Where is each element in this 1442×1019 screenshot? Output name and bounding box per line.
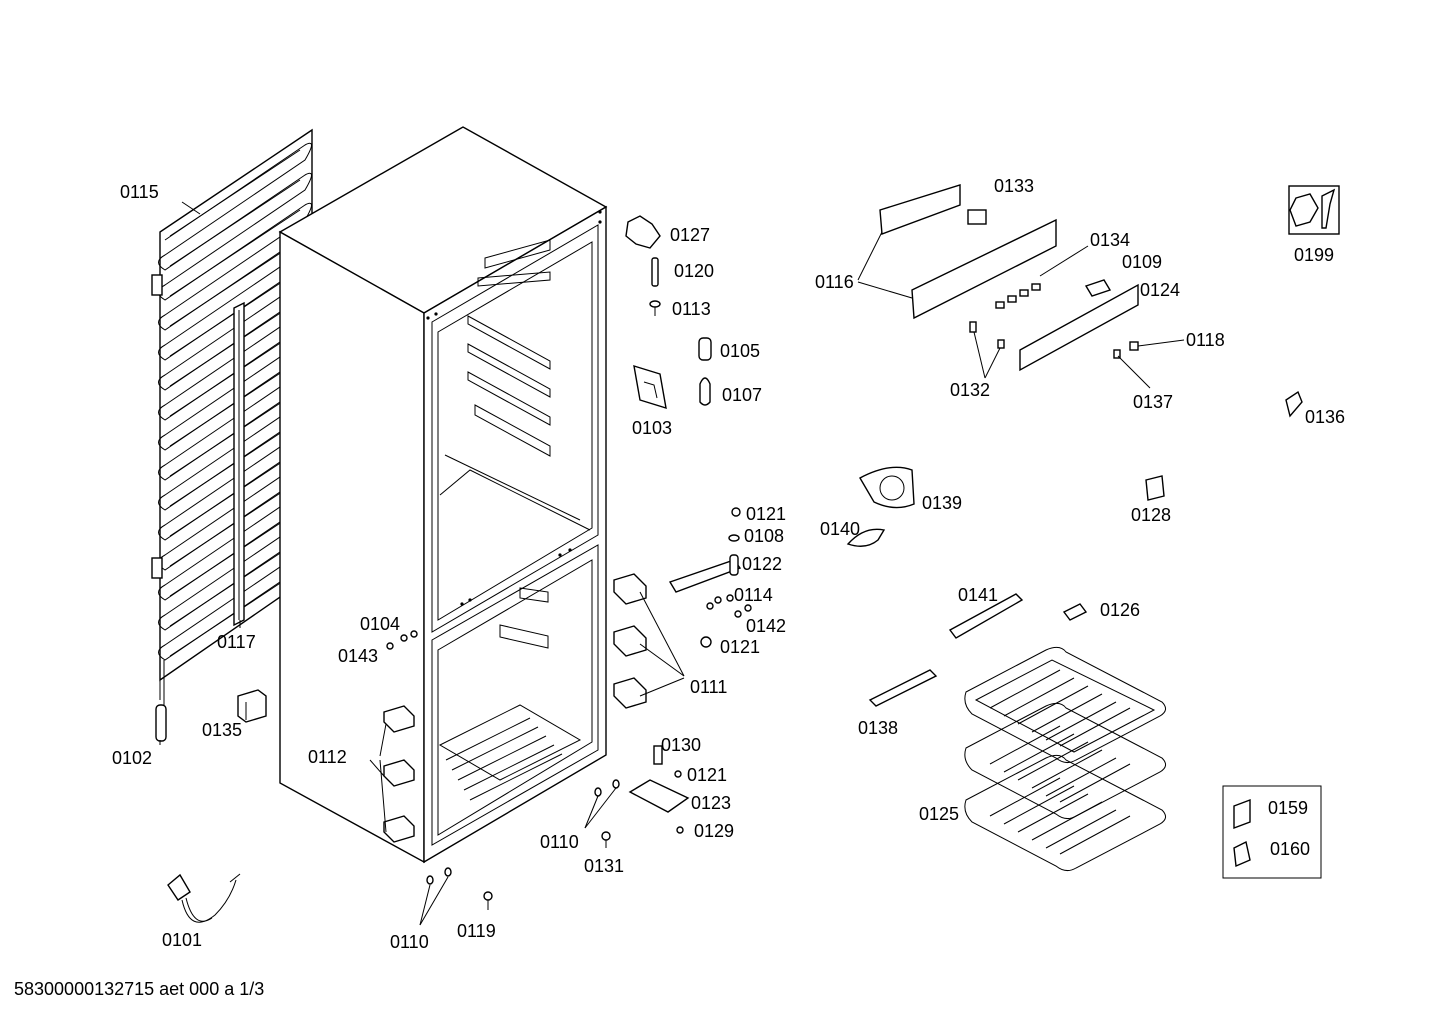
label-0114: 0114	[734, 585, 773, 605]
label-0133: 0133	[994, 176, 1034, 196]
label-0130: 0130	[661, 735, 701, 755]
label-0124: 0124	[1140, 280, 1180, 300]
condenser-rail	[233, 301, 245, 627]
evaporator	[964, 646, 1166, 872]
label-0123: 0123	[691, 793, 731, 813]
hinge-cover-0127	[625, 215, 661, 249]
label-0134: 0134	[1090, 230, 1130, 250]
label-0115: 0115	[120, 182, 159, 202]
label-0101: 0101	[162, 930, 202, 950]
lower-hinge	[594, 745, 690, 848]
label-0199: 0199	[1294, 245, 1334, 265]
feet-0110	[426, 867, 452, 885]
label-0122: 0122	[742, 554, 782, 574]
spacer-0126	[1062, 603, 1088, 621]
document-reference: 58300000132715 aet 000 a 1/3	[14, 979, 265, 999]
clip-0128	[1145, 475, 1165, 501]
label-0107: 0107	[722, 385, 762, 405]
label-0109: 0109	[1122, 252, 1162, 272]
door-stop-blocks	[613, 573, 647, 709]
screw-0113	[649, 300, 661, 316]
label-0108: 0108	[744, 526, 784, 546]
label-0105: 0105	[720, 341, 760, 361]
cabinet-body	[278, 126, 608, 864]
label-0116: 0116	[815, 272, 854, 292]
label-0132: 0132	[950, 380, 990, 400]
lamp-holder-0105	[698, 337, 712, 361]
label-0120: 0120	[674, 261, 714, 281]
screw-0119	[483, 891, 493, 910]
filter-drier	[155, 704, 167, 742]
label-0127: 0127	[670, 225, 710, 245]
label-0135: 0135	[202, 720, 242, 740]
door-stops	[383, 705, 415, 843]
label-0110-lower: 0110	[390, 932, 429, 952]
label-0121-top: 0121	[746, 504, 786, 524]
label-0129: 0129	[694, 821, 734, 841]
label-0112: 0112	[308, 747, 347, 767]
label-0118: 0118	[1186, 330, 1225, 350]
label-0110-upper: 0110	[540, 832, 579, 852]
hinge-bracket	[668, 507, 752, 648]
label-0142: 0142	[746, 616, 786, 636]
part-labels: 0115 0117 0102 0135 0101 0104 0143 0112 …	[112, 176, 1345, 952]
label-0121-mid: 0121	[720, 637, 760, 657]
label-0102: 0102	[112, 748, 152, 768]
screws-0104	[386, 630, 418, 650]
label-0125: 0125	[919, 804, 959, 824]
label-box	[1222, 785, 1322, 879]
label-0119: 0119	[457, 921, 496, 941]
fan-unit	[846, 466, 915, 547]
label-0117: 0117	[217, 632, 256, 652]
label-0159: 0159	[1268, 798, 1308, 818]
label-0141: 0141	[958, 585, 998, 605]
clip-0136	[1285, 390, 1303, 418]
label-0138: 0138	[858, 718, 898, 738]
pin-0120	[651, 257, 659, 287]
label-0113: 0113	[672, 299, 711, 319]
label-0139: 0139	[922, 493, 962, 513]
rod-0138	[868, 669, 938, 707]
label-0136: 0136	[1305, 407, 1345, 427]
label-0111: 0111	[690, 677, 727, 697]
label-0160: 0160	[1270, 839, 1310, 859]
label-0126: 0126	[1100, 600, 1140, 620]
control-panel	[879, 184, 1139, 372]
label-0128: 0128	[1131, 505, 1171, 525]
bulb-0107	[699, 377, 711, 406]
leader-lines	[159, 201, 1185, 926]
cover-0103	[633, 364, 667, 410]
rod-0141	[948, 593, 1024, 639]
clip-part	[237, 689, 267, 723]
label-0131: 0131	[584, 856, 624, 876]
label-0104: 0104	[360, 614, 400, 634]
label-0140: 0140	[820, 519, 860, 539]
label-0137: 0137	[1133, 392, 1173, 412]
label-0121-low: 0121	[687, 765, 727, 785]
tool-icon	[1288, 185, 1340, 235]
label-0103: 0103	[632, 418, 672, 438]
power-cord	[167, 873, 241, 923]
label-0143: 0143	[338, 646, 378, 666]
